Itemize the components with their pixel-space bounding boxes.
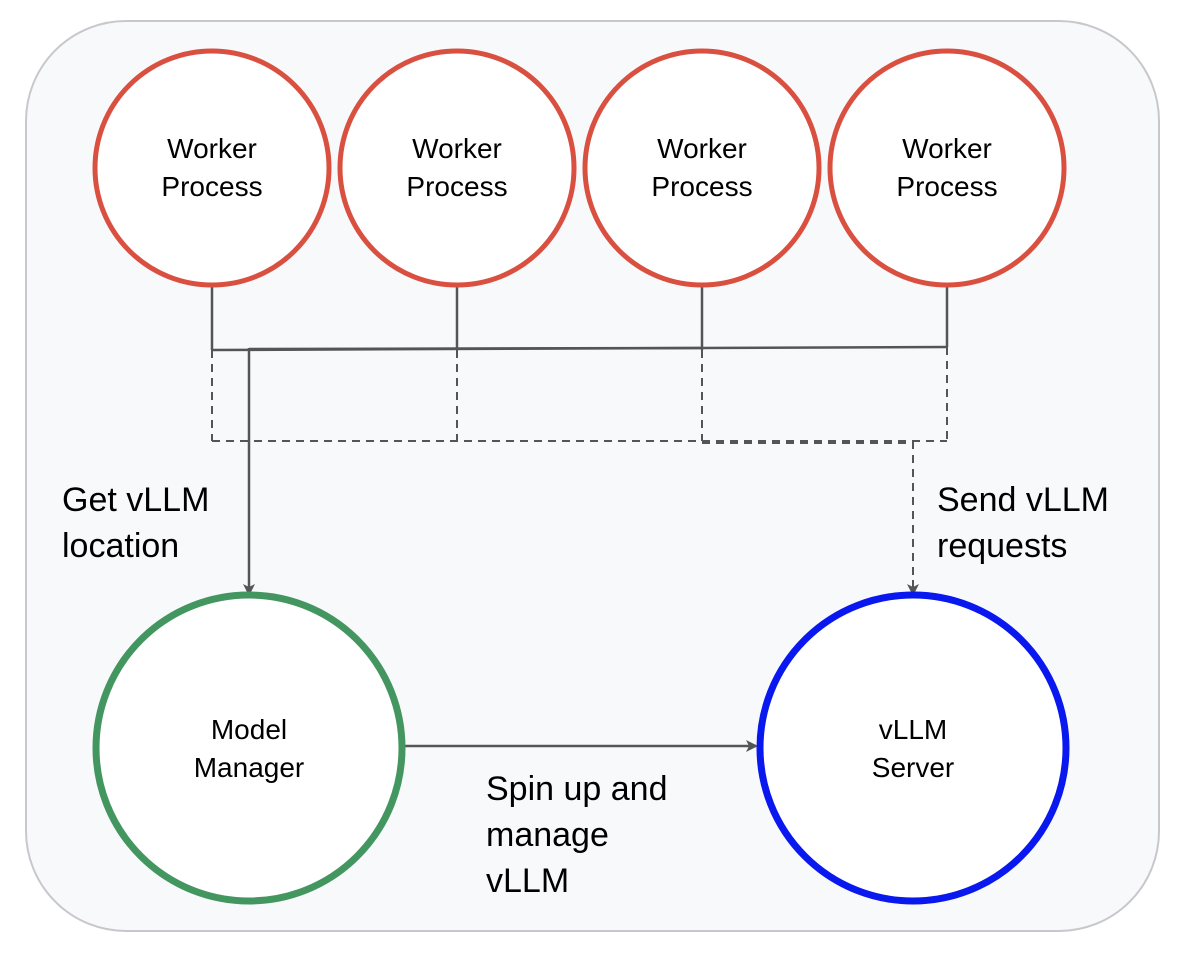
vllm-server-label-line2: Server bbox=[872, 752, 954, 783]
get-location-label-line2: location bbox=[62, 527, 179, 565]
spin-up-label-line2: manage bbox=[486, 816, 609, 854]
spin-up-label-line3: vLLM bbox=[486, 862, 569, 900]
worker-label-line2: Process bbox=[651, 171, 752, 202]
send-requests-connectors bbox=[211, 347, 948, 444]
worker-label-line1: Worker bbox=[167, 133, 257, 164]
vllm-server-node: vLLM Server bbox=[756, 591, 1070, 905]
worker-process-2: Worker Process bbox=[337, 48, 577, 288]
worker-label-line1: Worker bbox=[412, 133, 502, 164]
send-requests-label: Send vLLM requests bbox=[937, 481, 1109, 565]
get-location-connectors bbox=[210, 286, 949, 352]
worker-label-line1: Worker bbox=[902, 133, 992, 164]
worker-label-line2: Process bbox=[161, 171, 262, 202]
model-manager-label-line2: Manager bbox=[194, 752, 305, 783]
vllm-server-label-line1: vLLM bbox=[879, 714, 947, 745]
spin-up-label: Spin up and manage vLLM bbox=[486, 770, 668, 900]
get-location-label: Get vLLM location bbox=[62, 481, 209, 565]
send-requests-label-line1: Send vLLM bbox=[937, 481, 1109, 519]
model-manager-node: Model Manager bbox=[92, 591, 406, 905]
worker-process-3: Worker Process bbox=[582, 48, 822, 288]
model-manager-label-line1: Model bbox=[211, 714, 287, 745]
worker-label-line2: Process bbox=[896, 171, 997, 202]
spin-up-label-line1: Spin up and bbox=[486, 770, 668, 808]
worker-label-line2: Process bbox=[406, 171, 507, 202]
worker-process-4: Worker Process bbox=[827, 48, 1067, 288]
send-requests-label-line2: requests bbox=[937, 527, 1067, 565]
get-location-label-line1: Get vLLM bbox=[62, 481, 209, 519]
worker-label-line1: Worker bbox=[657, 133, 747, 164]
worker-process-1: Worker Process bbox=[92, 48, 332, 288]
